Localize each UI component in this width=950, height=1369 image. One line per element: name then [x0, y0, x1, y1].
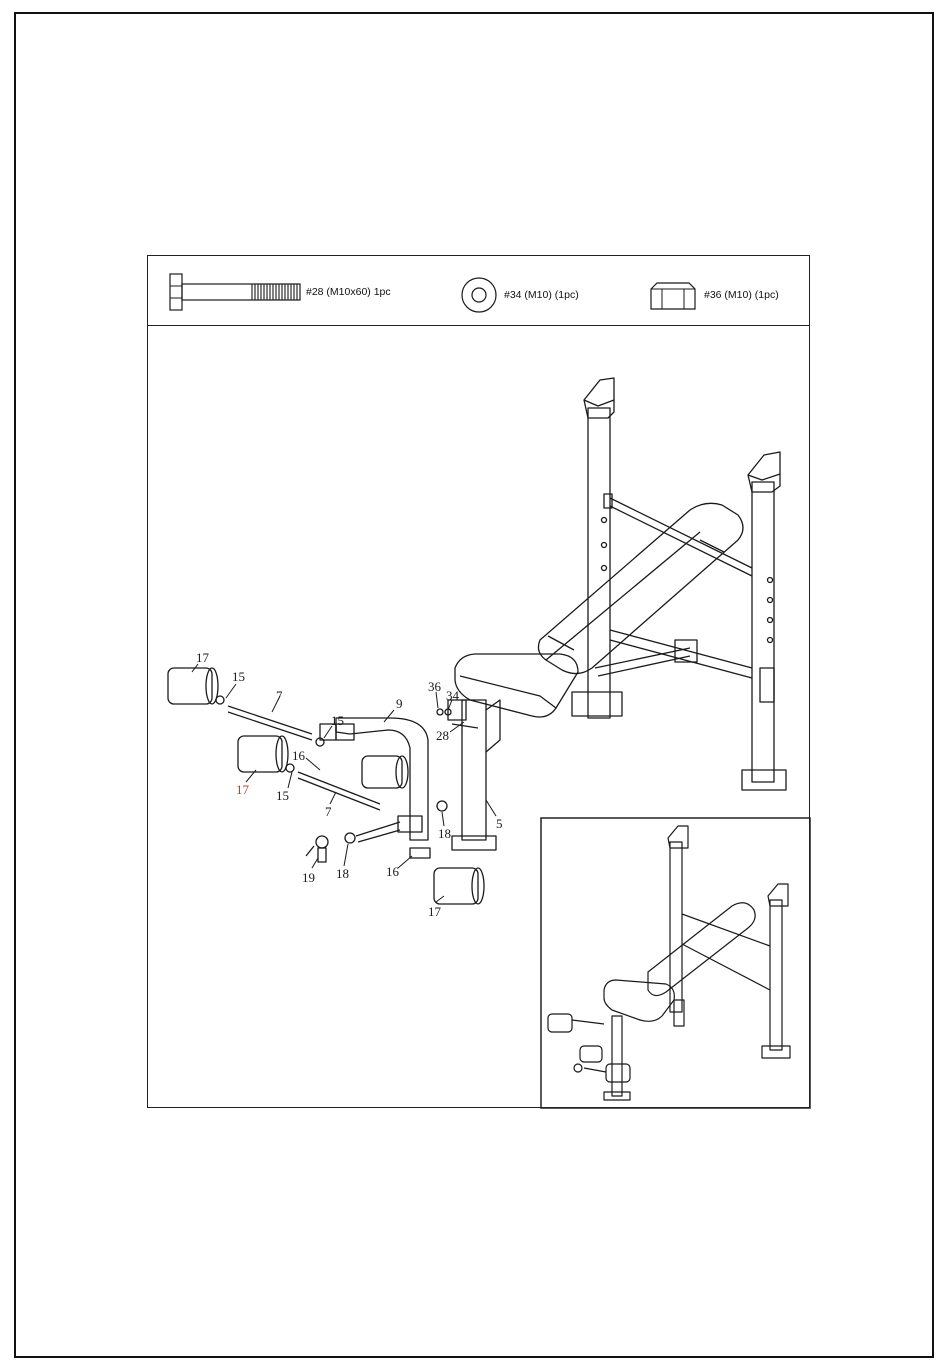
callout-15: 15: [331, 713, 344, 728]
callout-16: 16: [386, 864, 400, 879]
callout-15: 15: [276, 788, 289, 803]
assembled-bench: [548, 826, 790, 1100]
callout-17: 17: [428, 904, 442, 919]
callout-9: 9: [396, 696, 403, 711]
right-upright: [752, 482, 774, 782]
callout-16: 16: [292, 748, 306, 763]
callout-7: 7: [325, 804, 332, 819]
callout-17: 17: [196, 650, 210, 665]
callout-18: 18: [438, 826, 451, 841]
left-upright: [588, 408, 610, 718]
callout-34: 34: [446, 688, 460, 703]
leg-extension-frame: [336, 718, 428, 840]
callout-36: 36: [428, 679, 442, 694]
callout-19: 19: [302, 870, 315, 885]
callout-5: 5: [496, 816, 503, 831]
callout-7: 7: [276, 688, 283, 703]
callout-17: 17: [236, 782, 250, 797]
callout-18: 18: [336, 866, 349, 881]
callout-15: 15: [232, 669, 245, 684]
callout-28: 28: [436, 728, 449, 743]
